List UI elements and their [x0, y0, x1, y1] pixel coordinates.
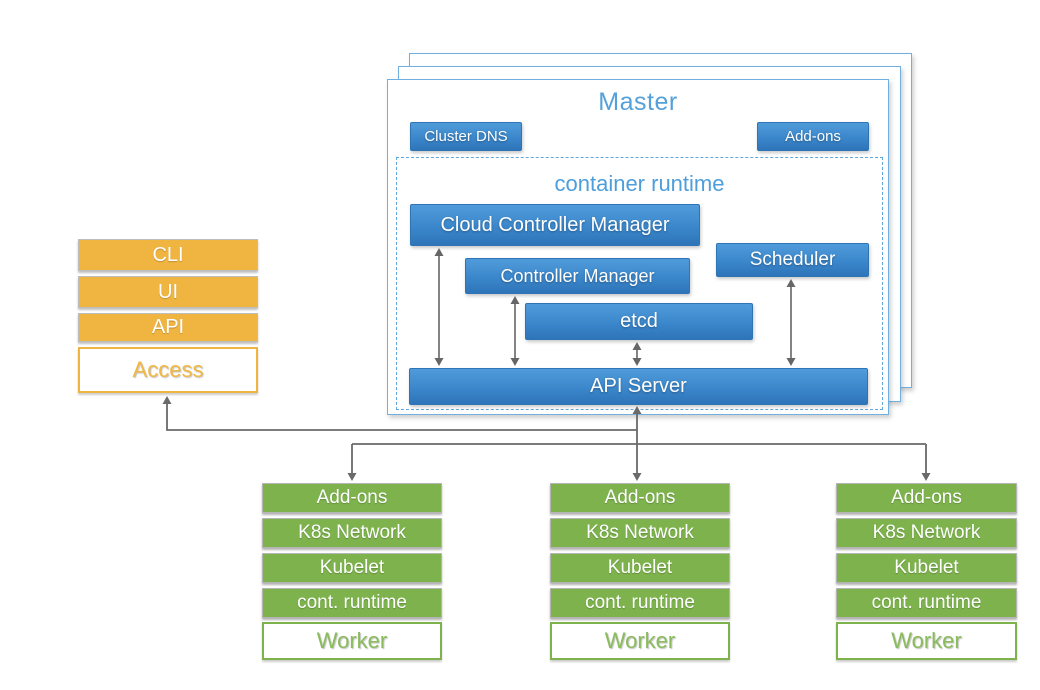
worker1-addons-box: Add-ons	[262, 483, 442, 513]
worker-stack-1: Add-ons K8s Network Kubelet cont. runtim…	[262, 483, 442, 660]
worker-stack-3: Add-ons K8s Network Kubelet cont. runtim…	[836, 483, 1017, 660]
access-stack: CLI UI API Access	[78, 239, 258, 393]
worker2-base-box: Worker	[550, 622, 730, 660]
worker1-k8s-network-box: K8s Network	[262, 518, 442, 548]
worker3-k8s-network-box: K8s Network	[836, 518, 1017, 548]
api-server-box: API Server	[409, 368, 868, 405]
scheduler-box: Scheduler	[716, 243, 869, 277]
master-title: Master	[598, 88, 678, 116]
worker3-kubelet-box: Kubelet	[836, 553, 1017, 583]
worker1-cont-runtime-box: cont. runtime	[262, 588, 442, 618]
worker3-addons-box: Add-ons	[836, 483, 1017, 513]
worker2-kubelet-box: Kubelet	[550, 553, 730, 583]
worker3-cont-runtime-box: cont. runtime	[836, 588, 1017, 618]
master-addons-box: Add-ons	[757, 122, 869, 151]
worker2-addons-box: Add-ons	[550, 483, 730, 513]
connector-api-server-trunk	[632, 406, 642, 481]
cluster-dns-box: Cluster DNS	[410, 122, 522, 151]
worker-stack-2: Add-ons K8s Network Kubelet cont. runtim…	[550, 483, 730, 660]
container-runtime-label: container runtime	[554, 171, 725, 196]
etcd-box: etcd	[525, 303, 753, 340]
worker3-base-box: Worker	[836, 622, 1017, 660]
worker2-cont-runtime-box: cont. runtime	[550, 588, 730, 618]
worker2-k8s-network-box: K8s Network	[550, 518, 730, 548]
api-box: API	[78, 313, 258, 342]
ui-box: UI	[78, 276, 258, 308]
cloud-controller-manager-box: Cloud Controller Manager	[410, 204, 700, 246]
controller-manager-box: Controller Manager	[465, 258, 690, 294]
connector-api-server-workers	[347, 443, 931, 481]
access-base-box: Access	[78, 347, 258, 393]
worker1-kubelet-box: Kubelet	[262, 553, 442, 583]
cli-box: CLI	[78, 239, 258, 271]
worker1-base-box: Worker	[262, 622, 442, 660]
